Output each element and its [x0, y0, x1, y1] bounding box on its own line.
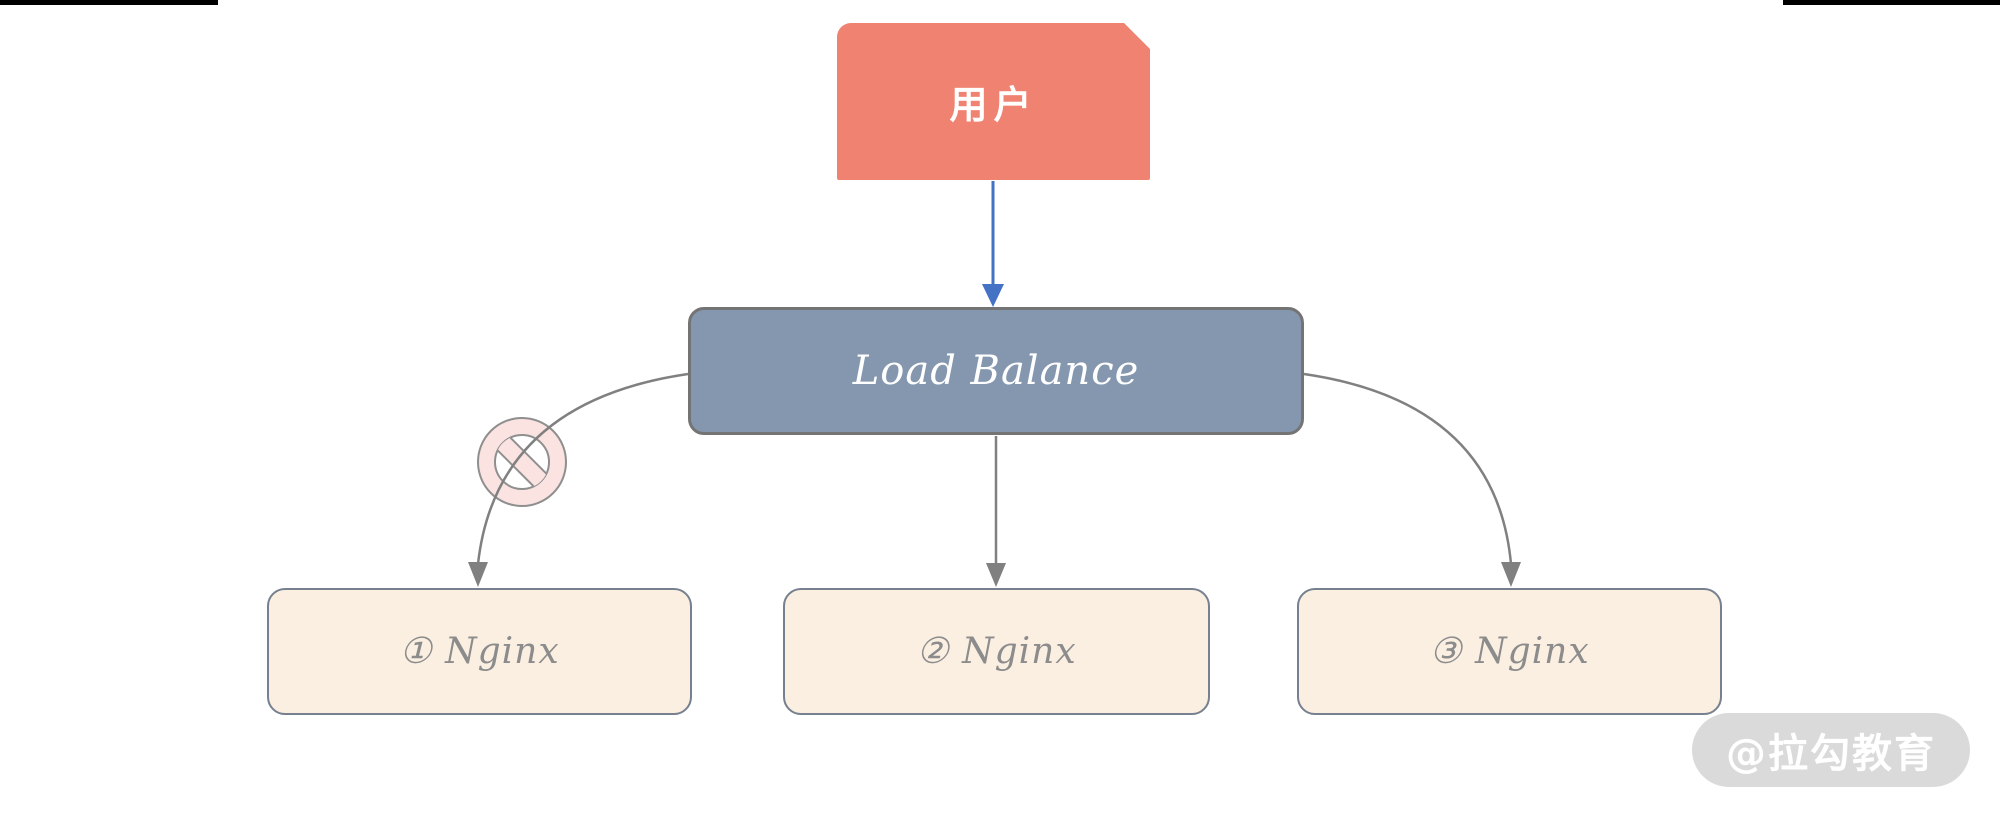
lb-to-nginx1-connector [476, 372, 689, 565]
node-load-balance: Load Balance [688, 307, 1304, 435]
lb-to-nginx3-arrowhead [1501, 562, 1521, 587]
node-load-balance-label: Load Balance [852, 348, 1140, 394]
node-nginx-1: ① Nginx [267, 588, 692, 715]
node-user-label: 用户 [949, 82, 1038, 127]
node-user: 用户 [837, 23, 1150, 180]
node-nginx-3: ③ Nginx [1297, 588, 1722, 715]
node-nginx-3-label: ③ Nginx [1429, 631, 1590, 672]
watermark-text: @拉勾教育 [1726, 731, 1936, 777]
node-nginx-1-label: ① Nginx [399, 631, 560, 672]
no-entry-icon [477, 417, 567, 507]
top-left-black-bar [0, 0, 218, 5]
lb-to-nginx3-connector [1303, 372, 1513, 565]
node-nginx-2-label: ② Nginx [916, 631, 1077, 672]
lb-to-nginx1-arrowhead [468, 562, 488, 587]
lb-to-nginx2-arrowhead [986, 563, 1006, 587]
node-nginx-2: ② Nginx [783, 588, 1210, 715]
user-to-lb-arrowhead [982, 284, 1004, 307]
top-right-black-bar [1783, 0, 2000, 5]
watermark-badge: @拉勾教育 [1692, 713, 1970, 787]
